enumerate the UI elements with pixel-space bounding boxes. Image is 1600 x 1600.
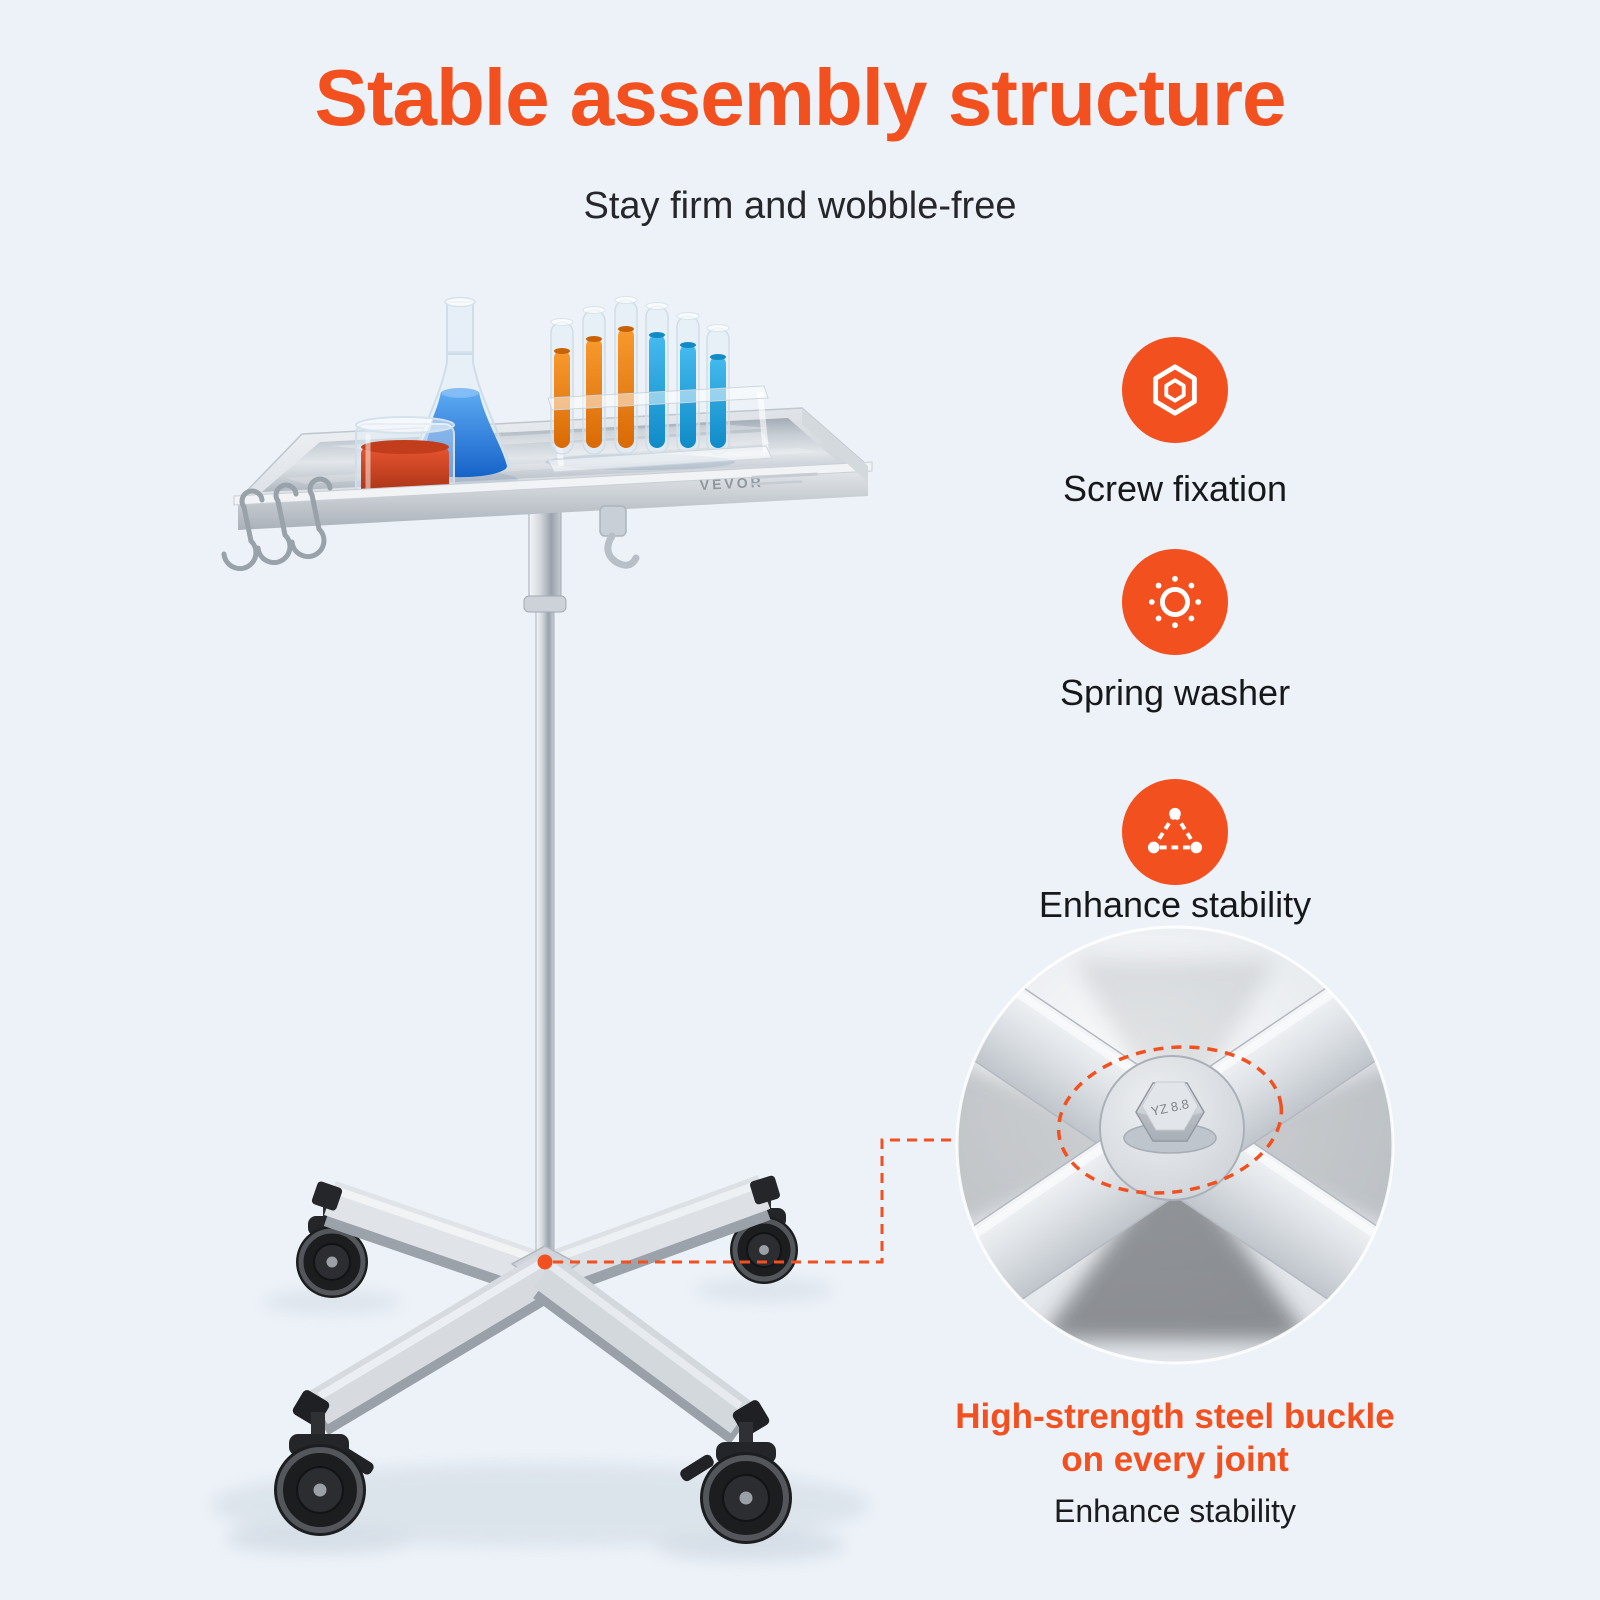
s-hook-1 — [221, 488, 265, 572]
page-subtitle: Stay firm and wobble-free — [583, 185, 1017, 227]
inset-caption-line1: High-strength steel buckle — [955, 1397, 1395, 1436]
test-tube-blue-1 — [645, 302, 669, 455]
joint-closeup-inset: YZ 8.8 — [955, 925, 1395, 1365]
feature-circle-enhance-stability — [1122, 779, 1228, 885]
feature-label-spring-washer: Spring washer — [1059, 672, 1291, 713]
feature-label-screw-fixation: Screw fixation — [1062, 468, 1288, 509]
inset-caption: High-strength steel buckle on every join… — [895, 1396, 1455, 1530]
test-tube-orange-2 — [582, 306, 606, 455]
height-adjust-collar — [523, 595, 567, 613]
base-leg-back-right — [538, 1175, 780, 1300]
telescoping-pole — [523, 494, 567, 1279]
test-tube-orange-1 — [550, 318, 574, 455]
feature-circle-spring-washer — [1122, 549, 1228, 655]
tray-clamp — [599, 505, 640, 569]
page-title: Stable assembly structure — [314, 53, 1287, 142]
triangle-nodes-icon — [1147, 807, 1203, 854]
tray-front-wall: VEVOR — [233, 408, 873, 530]
bolt-highlight-dashed-circle — [1056, 1045, 1284, 1195]
brand-logo: VEVOR — [699, 474, 764, 493]
caster-wheel-front-right — [680, 1422, 792, 1544]
feature-label-enhance-stability: Enhance stability — [1038, 884, 1312, 925]
s-hook-3 — [289, 476, 333, 560]
inset-caption-sub: Enhance stability — [1054, 1493, 1296, 1530]
test-tube-rack — [547, 296, 773, 473]
feature-circle-screw-fixation — [1122, 337, 1228, 443]
caster-wheel-front-left — [274, 1412, 374, 1536]
base-leg-front-left — [292, 1255, 556, 1436]
s-hooks — [221, 476, 333, 572]
hex-nut-icon — [1153, 364, 1197, 416]
inset-caption-line2: on every joint — [1061, 1439, 1289, 1479]
callout-connector — [537, 1138, 956, 1270]
connector-dot — [537, 1254, 553, 1270]
test-tube-orange-3 — [614, 296, 638, 455]
hex-bolt: YZ 8.8 — [1135, 1081, 1205, 1142]
fine-print-lines — [751, 472, 818, 486]
spring-washer-icon — [1148, 575, 1202, 629]
s-hook-2 — [255, 482, 299, 566]
test-tube-blue-2 — [676, 312, 700, 455]
base-leg-back-left — [311, 1180, 552, 1300]
